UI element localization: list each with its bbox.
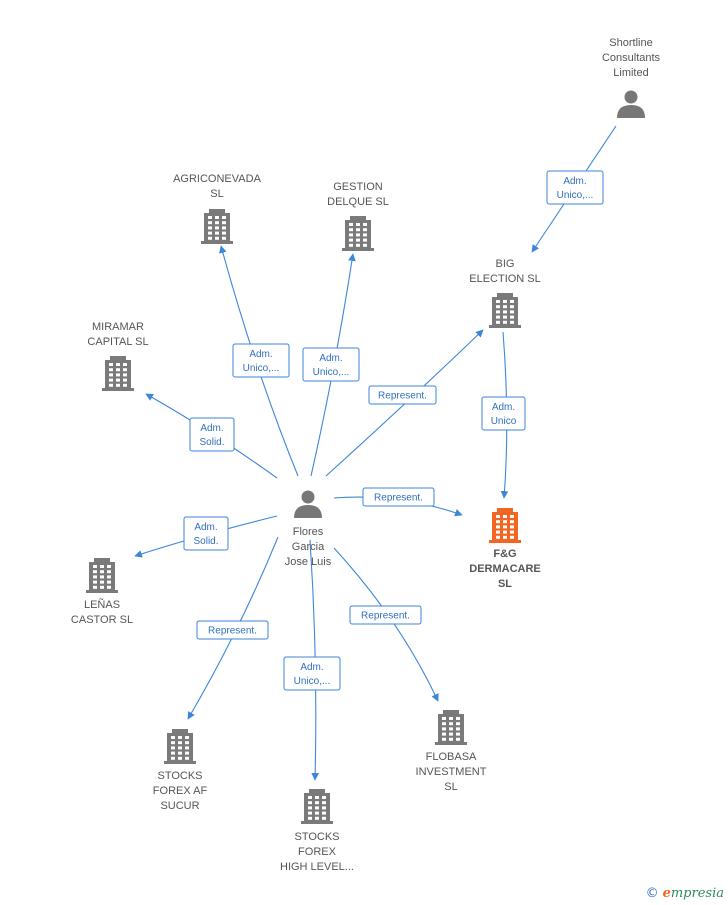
edge-label-box (368, 385, 437, 405)
node-label: Flores (293, 526, 324, 538)
copyright-symbol: © (645, 886, 659, 901)
building-icon (435, 710, 467, 745)
edge-big-to-fg[interactable]: Adm. Unico (481, 331, 526, 499)
node-label: Jose Luis (285, 556, 332, 568)
brand-initial: e (662, 886, 671, 901)
edge-label-box (232, 343, 290, 378)
node-label: ELECTION SL (469, 273, 541, 285)
edge-label-text: Unico,... (313, 367, 350, 378)
node-label: INVESTMENT (416, 766, 487, 778)
edge-flores-to-big[interactable]: Represent. (325, 329, 484, 477)
person-icon (617, 90, 645, 118)
node-label: BIG (496, 258, 515, 270)
edge-label-text: Adm. (200, 423, 223, 434)
node-label: LEÑAS (84, 598, 120, 611)
node-label: CAPITAL SL (87, 336, 148, 348)
node-label: DELQUE SL (327, 196, 389, 208)
brand-footer: ©empresia (646, 886, 724, 901)
node-label: SL (210, 188, 223, 200)
node-label: Garcia (292, 541, 325, 553)
edges-layer: Adm. Unico,... Adm. Unico,... Adm. Unico,... R… (134, 125, 617, 781)
building-icon (301, 789, 333, 824)
edge-label-box (196, 620, 269, 640)
building-icon (86, 558, 118, 593)
node-label: FOREX AF (153, 785, 208, 797)
node-label: SL (498, 578, 512, 590)
building-icon (489, 293, 521, 328)
node-stocks_af[interactable]: STOCKS FOREX AF SUCUR (153, 729, 208, 812)
node-gestion[interactable]: GESTION DELQUE SL (327, 181, 389, 251)
node-label: HIGH LEVEL... (280, 861, 354, 873)
edge-label-box (189, 417, 235, 452)
edge-label-text: Solid. (193, 536, 218, 547)
node-label: CASTOR SL (71, 614, 133, 626)
node-miramar[interactable]: MIRAMAR CAPITAL SL (87, 321, 149, 391)
node-label: AGRICONEVADA (173, 173, 261, 185)
node-label: SL (444, 781, 457, 793)
edge-flores-to-miramar[interactable]: Adm. Solid. (145, 393, 278, 479)
node-label: Limited (613, 67, 648, 79)
edge-label-text: Adm. (492, 402, 515, 413)
edge-label-box (546, 170, 604, 205)
edge-label-text: Unico (491, 416, 517, 427)
edge-label-box (362, 487, 435, 507)
edge-flores-to-gestion[interactable]: Adm. Unico,... (302, 253, 360, 477)
edge-flores-to-stocks_hl[interactable]: Adm. Unico,... (283, 539, 341, 781)
edge-flores-to-fg[interactable]: Represent. (333, 487, 463, 517)
building-icon (102, 356, 134, 391)
edge-label-text: Unico,... (243, 363, 280, 374)
edge-label-text: Unico,... (557, 190, 594, 201)
edge-label-box (481, 396, 526, 431)
node-agriconevada[interactable]: AGRICONEVADA SL (173, 173, 262, 244)
edge-flores-to-stocks_af[interactable]: Represent. (187, 536, 279, 720)
edge-label-text: Adm. (300, 662, 323, 673)
node-label: F&G (493, 548, 516, 560)
node-label: SUCUR (160, 800, 199, 812)
edge-label-box (302, 347, 360, 382)
node-label: MIRAMAR (92, 321, 144, 333)
building-icon (164, 729, 196, 764)
brand-name: mpresia (670, 886, 724, 901)
edge-label-box (283, 656, 341, 691)
edge-flores-to-lenas[interactable]: Adm. Solid. (134, 515, 278, 558)
node-fg[interactable]: F&G DERMACARE SL (469, 508, 541, 590)
node-label: STOCKS (157, 770, 202, 782)
edge-label-text: Unico,... (294, 676, 331, 687)
edge-flores-to-flobasa[interactable]: Represent. (333, 547, 439, 702)
node-lenas[interactable]: LEÑAS CASTOR SL (71, 558, 133, 626)
node-flobasa[interactable]: FLOBASA INVESTMENT SL (416, 710, 487, 793)
node-stocks_hl[interactable]: STOCKS FOREX HIGH LEVEL... (280, 789, 354, 873)
edge-label-text: Represent. (378, 391, 427, 402)
edge-label-text: Represent. (208, 626, 257, 637)
node-label: STOCKS (294, 831, 339, 843)
edge-shortline-to-big[interactable]: Adm. Unico,... (531, 125, 617, 253)
person-icon (294, 490, 322, 518)
building-icon (342, 216, 374, 251)
node-label: FLOBASA (426, 751, 477, 763)
edge-label-box (349, 605, 422, 625)
edge-label-text: Adm. (194, 522, 217, 533)
edge-label-text: Adm. (249, 349, 272, 360)
edge-label-text: Adm. (319, 353, 342, 364)
node-big[interactable]: BIG ELECTION SL (469, 258, 541, 328)
node-label: Consultants (602, 52, 661, 64)
edge-label-box (183, 516, 229, 551)
building-icon (489, 508, 521, 543)
edge-label-text: Represent. (361, 611, 410, 622)
node-label: DERMACARE (469, 563, 541, 575)
node-label: FOREX (298, 846, 337, 858)
edge-label-text: Adm. (563, 176, 586, 187)
building-icon (201, 209, 233, 244)
edge-label-text: Solid. (199, 437, 224, 448)
edge-label-text: Represent. (374, 493, 423, 504)
edge-flores-to-agriconevada[interactable]: Adm. Unico,... (219, 245, 299, 477)
node-label: GESTION (333, 181, 383, 193)
node-label: Shortline (609, 37, 652, 49)
